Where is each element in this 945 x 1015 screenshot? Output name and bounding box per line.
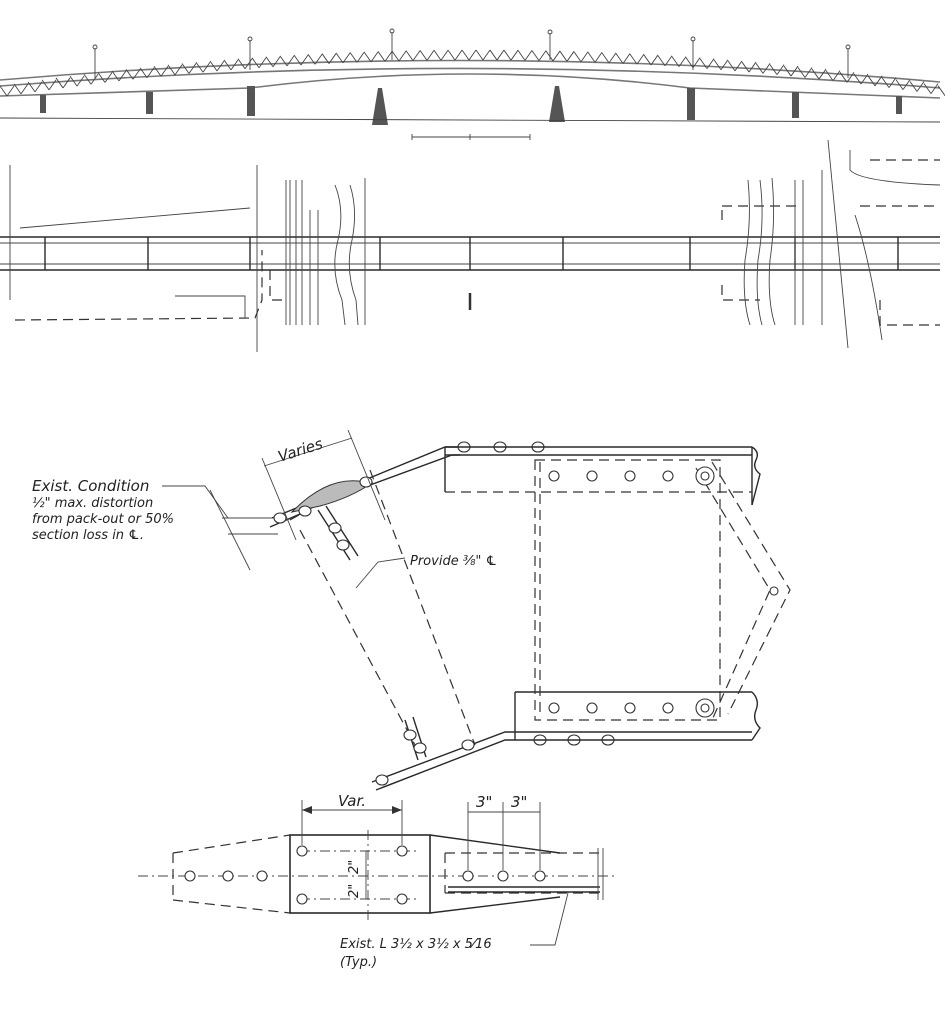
bolt-spacing-2: 3" xyxy=(511,793,527,811)
bolt xyxy=(413,742,427,754)
bolt xyxy=(328,522,342,534)
bolt xyxy=(296,893,308,905)
splice-plan-detail: Var. 3" 3" 2" 2" Exist. L 3½ x 3½ x 5⁄16… xyxy=(138,792,615,970)
varies-dimension: Varies xyxy=(276,434,325,465)
bolt xyxy=(396,845,408,857)
bolt xyxy=(624,702,636,714)
bolt xyxy=(586,470,598,482)
bolt xyxy=(662,470,674,482)
connection-detail: Exist. Condition ½" max. distortion from… xyxy=(32,429,791,791)
bolt xyxy=(256,870,268,882)
bolt xyxy=(497,870,509,882)
piers xyxy=(40,86,902,125)
bolt xyxy=(462,870,474,882)
distortion-note: ½" max. distortion xyxy=(32,496,153,511)
bolt-spacing-1: 3" xyxy=(476,793,492,811)
bridge-plan xyxy=(0,139,941,352)
bolt xyxy=(586,702,598,714)
exist-condition-note: Exist. Condition xyxy=(32,477,149,495)
bolt xyxy=(298,505,312,517)
bolt xyxy=(375,774,389,786)
bolt xyxy=(222,870,234,882)
gauge-1: 2" xyxy=(347,860,362,874)
bolt xyxy=(624,470,636,482)
bolt xyxy=(184,870,196,882)
bolt xyxy=(548,470,560,482)
provide-plate-note: Provide ⅜" ℄ xyxy=(410,554,497,569)
bolt xyxy=(662,702,674,714)
bolt xyxy=(359,476,373,488)
bolt xyxy=(336,539,350,551)
gauge-2: 2" xyxy=(347,884,362,898)
bolt xyxy=(461,739,475,751)
packout-note: from pack-out or 50% xyxy=(32,512,174,527)
bolt xyxy=(548,702,560,714)
bolt xyxy=(534,870,546,882)
bolt xyxy=(403,729,417,741)
bolt xyxy=(396,893,408,905)
existing-angle-note: Exist. L 3½ x 3½ x 5⁄16 xyxy=(340,937,492,952)
var-dimension: Var. xyxy=(338,792,366,810)
bolt xyxy=(273,512,287,524)
typical-note: (Typ.) xyxy=(340,955,377,970)
section-loss-note: section loss in ℄. xyxy=(32,528,144,543)
bolt xyxy=(296,845,308,857)
bridge-elevation xyxy=(0,28,945,140)
